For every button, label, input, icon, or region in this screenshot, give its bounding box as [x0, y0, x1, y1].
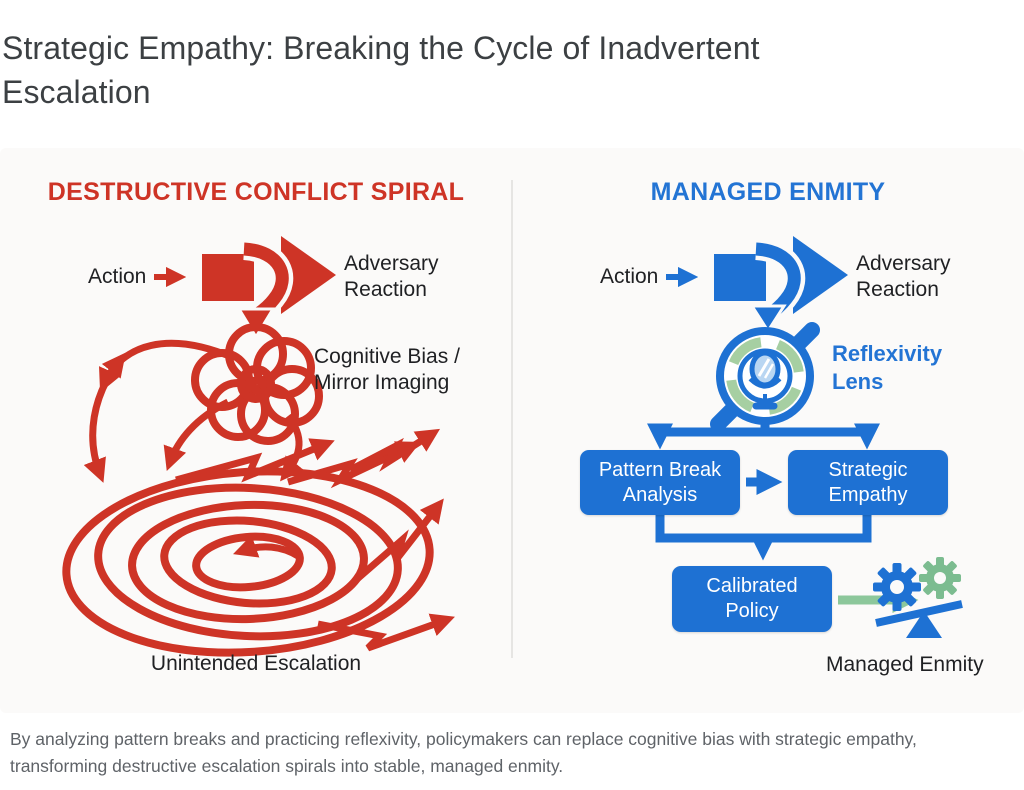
- strategic-empathy-box: Strategic Empathy: [788, 450, 948, 515]
- right-panel-title: MANAGED ENMITY: [650, 178, 886, 206]
- reflexivity-lens-label: Reflexivity Lens: [832, 341, 943, 394]
- reflexivity-lens-icon: [710, 322, 820, 432]
- unintended-escalation-label: Unintended Escalation: [150, 652, 362, 675]
- red-block-arrow-icon: [154, 236, 336, 340]
- destructive-spiral-art: [62, 236, 455, 657]
- managed-enmity-panel: MANAGED ENMITY: [512, 148, 1024, 713]
- blue-block-arrow-icon: [666, 236, 848, 334]
- blue-gear-icon: [873, 563, 921, 611]
- green-gear-icon: [919, 557, 961, 599]
- panel-divider: [511, 180, 513, 658]
- managed-enmity-art: [646, 236, 963, 638]
- page-title: Strategic Empathy: Breaking the Cycle of…: [2, 30, 760, 110]
- diagram-figure: DESTRUCTIVE CONFLICT SPIRAL: [0, 148, 1024, 713]
- right-action-label: Action: [600, 265, 659, 288]
- pattern-break-analysis-box: Pattern Break Analysis: [580, 450, 740, 515]
- cognitive-bias-label: Cognitive Bias / Mirror Imaging: [314, 345, 460, 394]
- destructive-spiral-panel: DESTRUCTIVE CONFLICT SPIRAL: [0, 148, 512, 713]
- gear-balance-icon: [873, 557, 963, 638]
- figure-caption: By analyzing pattern breaks and practici…: [10, 729, 917, 776]
- flow-connectors: [646, 422, 919, 614]
- managed-enmity-label: Managed Enmity: [826, 653, 984, 676]
- left-panel-title: DESTRUCTIVE CONFLICT SPIRAL: [47, 178, 465, 206]
- tangle-knot-icon: [191, 323, 323, 445]
- right-adversary-reaction-label: Adversary Reaction: [856, 252, 951, 301]
- left-adversary-reaction-label: Adversary Reaction: [344, 252, 439, 301]
- escalation-spiral-icon: [62, 467, 434, 657]
- left-action-label: Action: [88, 265, 147, 288]
- calibrated-policy-box: Calibrated Policy: [672, 566, 832, 632]
